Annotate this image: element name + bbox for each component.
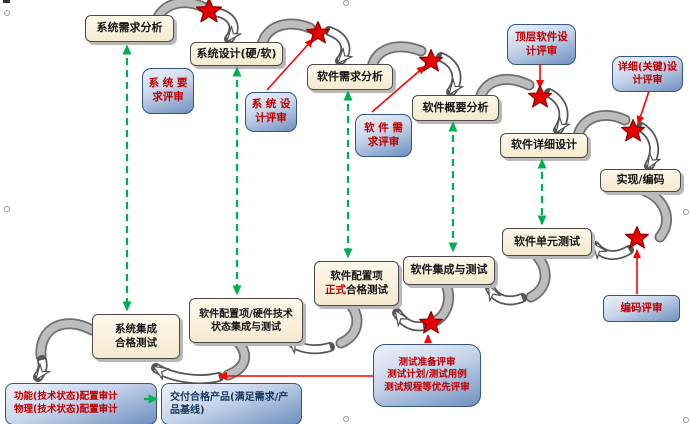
stage-box-system-design: 系统设计(硬/软)	[190, 42, 283, 66]
review-label-line1: 系 统 设	[251, 98, 291, 111]
review-label: 编码评审	[620, 301, 663, 314]
review-box-detailed-key-design-review: 详细(关键)设 计评审	[612, 56, 683, 92]
star-icon	[528, 85, 552, 108]
arch-unittest-to-integrationtest	[485, 250, 551, 306]
review-box-system-requirements-review: 系 统 要 求评审	[142, 68, 194, 114]
stage-label-line1: 软件配置项	[330, 269, 383, 282]
review-label-line3: 测试规程等优先评审	[384, 381, 470, 393]
review-box-configuration-audit: 功能(技术状态)配置审计 物理(技术状态)配置审计	[5, 383, 157, 424]
star-icon	[419, 49, 443, 72]
review-box-software-requirements-review: 软 件 需 求评审	[355, 114, 412, 157]
review-label-line1: 顶层软件设	[515, 30, 568, 43]
stage-box-software-detailed-design: 软件详细设计	[500, 133, 588, 158]
star-icon	[621, 119, 645, 142]
review-label-line2: 求评审	[367, 135, 400, 148]
review-label-line2: 求评审	[152, 91, 184, 103]
stage-label: 系统设计(硬/软)	[196, 46, 277, 60]
stage-label: 系统需求分析	[96, 21, 163, 35]
review-label-line1: 测试准备评审	[398, 356, 456, 368]
review-box-deliver-qualified-product: 交付合格产品(满足需求/产品基线)	[161, 383, 302, 424]
star-icon	[196, 0, 222, 23]
stage-label-line2: 合格测试	[115, 336, 157, 349]
review-label-line1: 系 统 要	[148, 77, 188, 90]
stage-label: 软件概要分析	[422, 100, 489, 114]
review-box-test-readiness-review: 测试准备评审 测试计划/测试用例 测试规程等优先评审	[373, 344, 481, 407]
stage-label: 实现/编码	[616, 173, 665, 187]
review-box-code-review: 编码评审	[603, 295, 680, 322]
star-icon	[419, 311, 443, 334]
stage-box-system-requirements-analysis: 系统需求分析	[85, 15, 174, 42]
stage-box-sci-formal-qualification-test: 软件配置项 正式合格测试	[314, 261, 399, 306]
stage-box-implementation-coding: 实现/编码	[600, 169, 681, 192]
review-label-line2: 测试计划/测试用例	[387, 369, 467, 381]
review-label-line2: 计评审	[632, 75, 663, 86]
connector-detaildesign-review	[636, 90, 650, 125]
stage-box-software-integration-test: 软件集成与测试	[403, 256, 495, 285]
stage-box-software-unit-test: 软件单元测试	[502, 228, 592, 256]
star-icon	[625, 226, 649, 249]
stage-label: 软件单元测试	[514, 234, 580, 248]
star-icon	[306, 21, 330, 44]
stage-label-line2: 状态集成与测试	[211, 321, 281, 333]
stage-label: 软件集成与测试	[410, 263, 488, 277]
stage-label-line1: 软件配置项/硬件技术	[199, 308, 293, 320]
review-box-top-level-software-design-review: 顶层软件设 计评审	[507, 24, 576, 65]
arch-integrationtest-to-sciformal	[392, 278, 455, 332]
review-label-line1: 功能(技术状态)配置审计	[14, 391, 118, 403]
review-label-line2: 计评审	[255, 112, 287, 124]
stage-label-line1: 系统集成	[115, 322, 157, 335]
arch-sysintegration-to-audit	[33, 318, 98, 382]
corner-mark	[3, 0, 10, 3]
stage-box-software-requirements-analysis: 软件需求分析	[307, 64, 393, 90]
stage-label: 软件需求分析	[317, 69, 383, 83]
arch-impl-to-unittest	[590, 185, 673, 261]
review-label-line2: 计评审	[525, 44, 558, 57]
stage-box-system-integration-qualification-test: 系统集成 合格测试	[92, 314, 180, 359]
stage-label: 软件详细设计	[511, 138, 577, 152]
review-box-system-design-review: 系 统 设 计评审	[245, 92, 297, 132]
formal-highlight: 正式	[325, 283, 346, 296]
arch-swdetail-to-impl	[572, 109, 654, 171]
review-label-line1: 详细(关键)设	[617, 61, 678, 73]
deliver-label: 交付合格产品(满足需求/产品基线)	[170, 391, 289, 416]
stage-box-software-outline-analysis: 软件概要分析	[412, 95, 499, 121]
stage-box-sci-hardware-state-integration-test: 软件配置项/硬件技术 状态集成与测试	[189, 298, 303, 343]
stage-label-line2: 正式合格测试	[325, 283, 388, 296]
review-label-line2: 物理(技术状态)配置审计	[14, 404, 118, 415]
review-label-line1: 软 件 需	[364, 121, 403, 134]
